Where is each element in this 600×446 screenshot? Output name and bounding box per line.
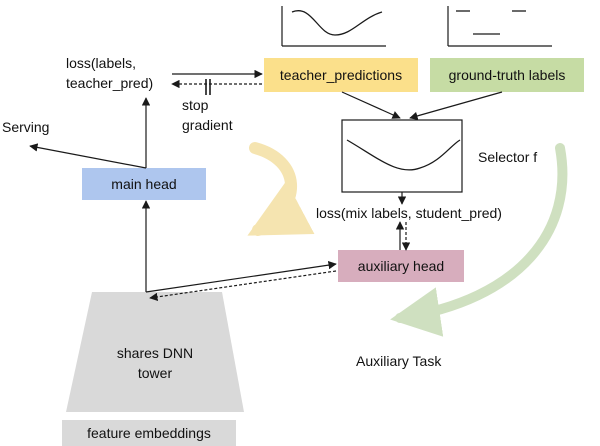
ground-truth-to-selector-arrow	[409, 91, 503, 120]
stop-gradient-label-line2: gradient	[182, 117, 233, 133]
main-head-box	[82, 168, 206, 200]
tower-shape	[66, 292, 244, 412]
tower-to-aux-head-arrow	[145, 260, 337, 293]
teacher-predictions-label: teacher_predictions	[280, 67, 402, 83]
teacher-to-selector-arrow	[341, 91, 401, 119]
ground-truth-step-plot	[447, 6, 552, 47]
auxiliary-head-label: auxiliary head	[358, 258, 444, 274]
teacher-curve-plot	[281, 6, 386, 47]
aux-head-to-tower-gradient-arrow	[149, 270, 337, 302]
ground-truth-labels-label: ground-truth labels	[449, 67, 566, 83]
main-head-label: main head	[111, 176, 176, 192]
loss-teacher-label-line1: loss(labels,	[66, 55, 136, 71]
teacher-predictions-box	[264, 58, 418, 92]
tower-label-line2: tower	[138, 365, 173, 381]
ground-truth-labels-box	[430, 58, 584, 92]
tower-label-line1: shares DNN	[117, 345, 193, 361]
yellow-curved-arrow	[247, 142, 315, 236]
green-curved-arrow	[390, 143, 568, 337]
feature-embeddings-box	[62, 420, 236, 446]
selector-label: Selector f	[478, 149, 537, 165]
auxiliary-head-box	[338, 250, 464, 282]
feature-embeddings-label: feature embeddings	[87, 425, 211, 441]
loss-mix-label: loss(mix labels, student_pred)	[316, 205, 502, 221]
auxiliary-task-label: Auxiliary Task	[356, 353, 442, 369]
serving-label: Serving	[2, 119, 49, 135]
stop-gradient-label-line1: stop	[182, 97, 209, 113]
main-head-to-serving-arrow	[29, 143, 147, 169]
selector-plot	[341, 119, 463, 193]
loss-teacher-label-line2: teacher_pred)	[66, 75, 153, 91]
